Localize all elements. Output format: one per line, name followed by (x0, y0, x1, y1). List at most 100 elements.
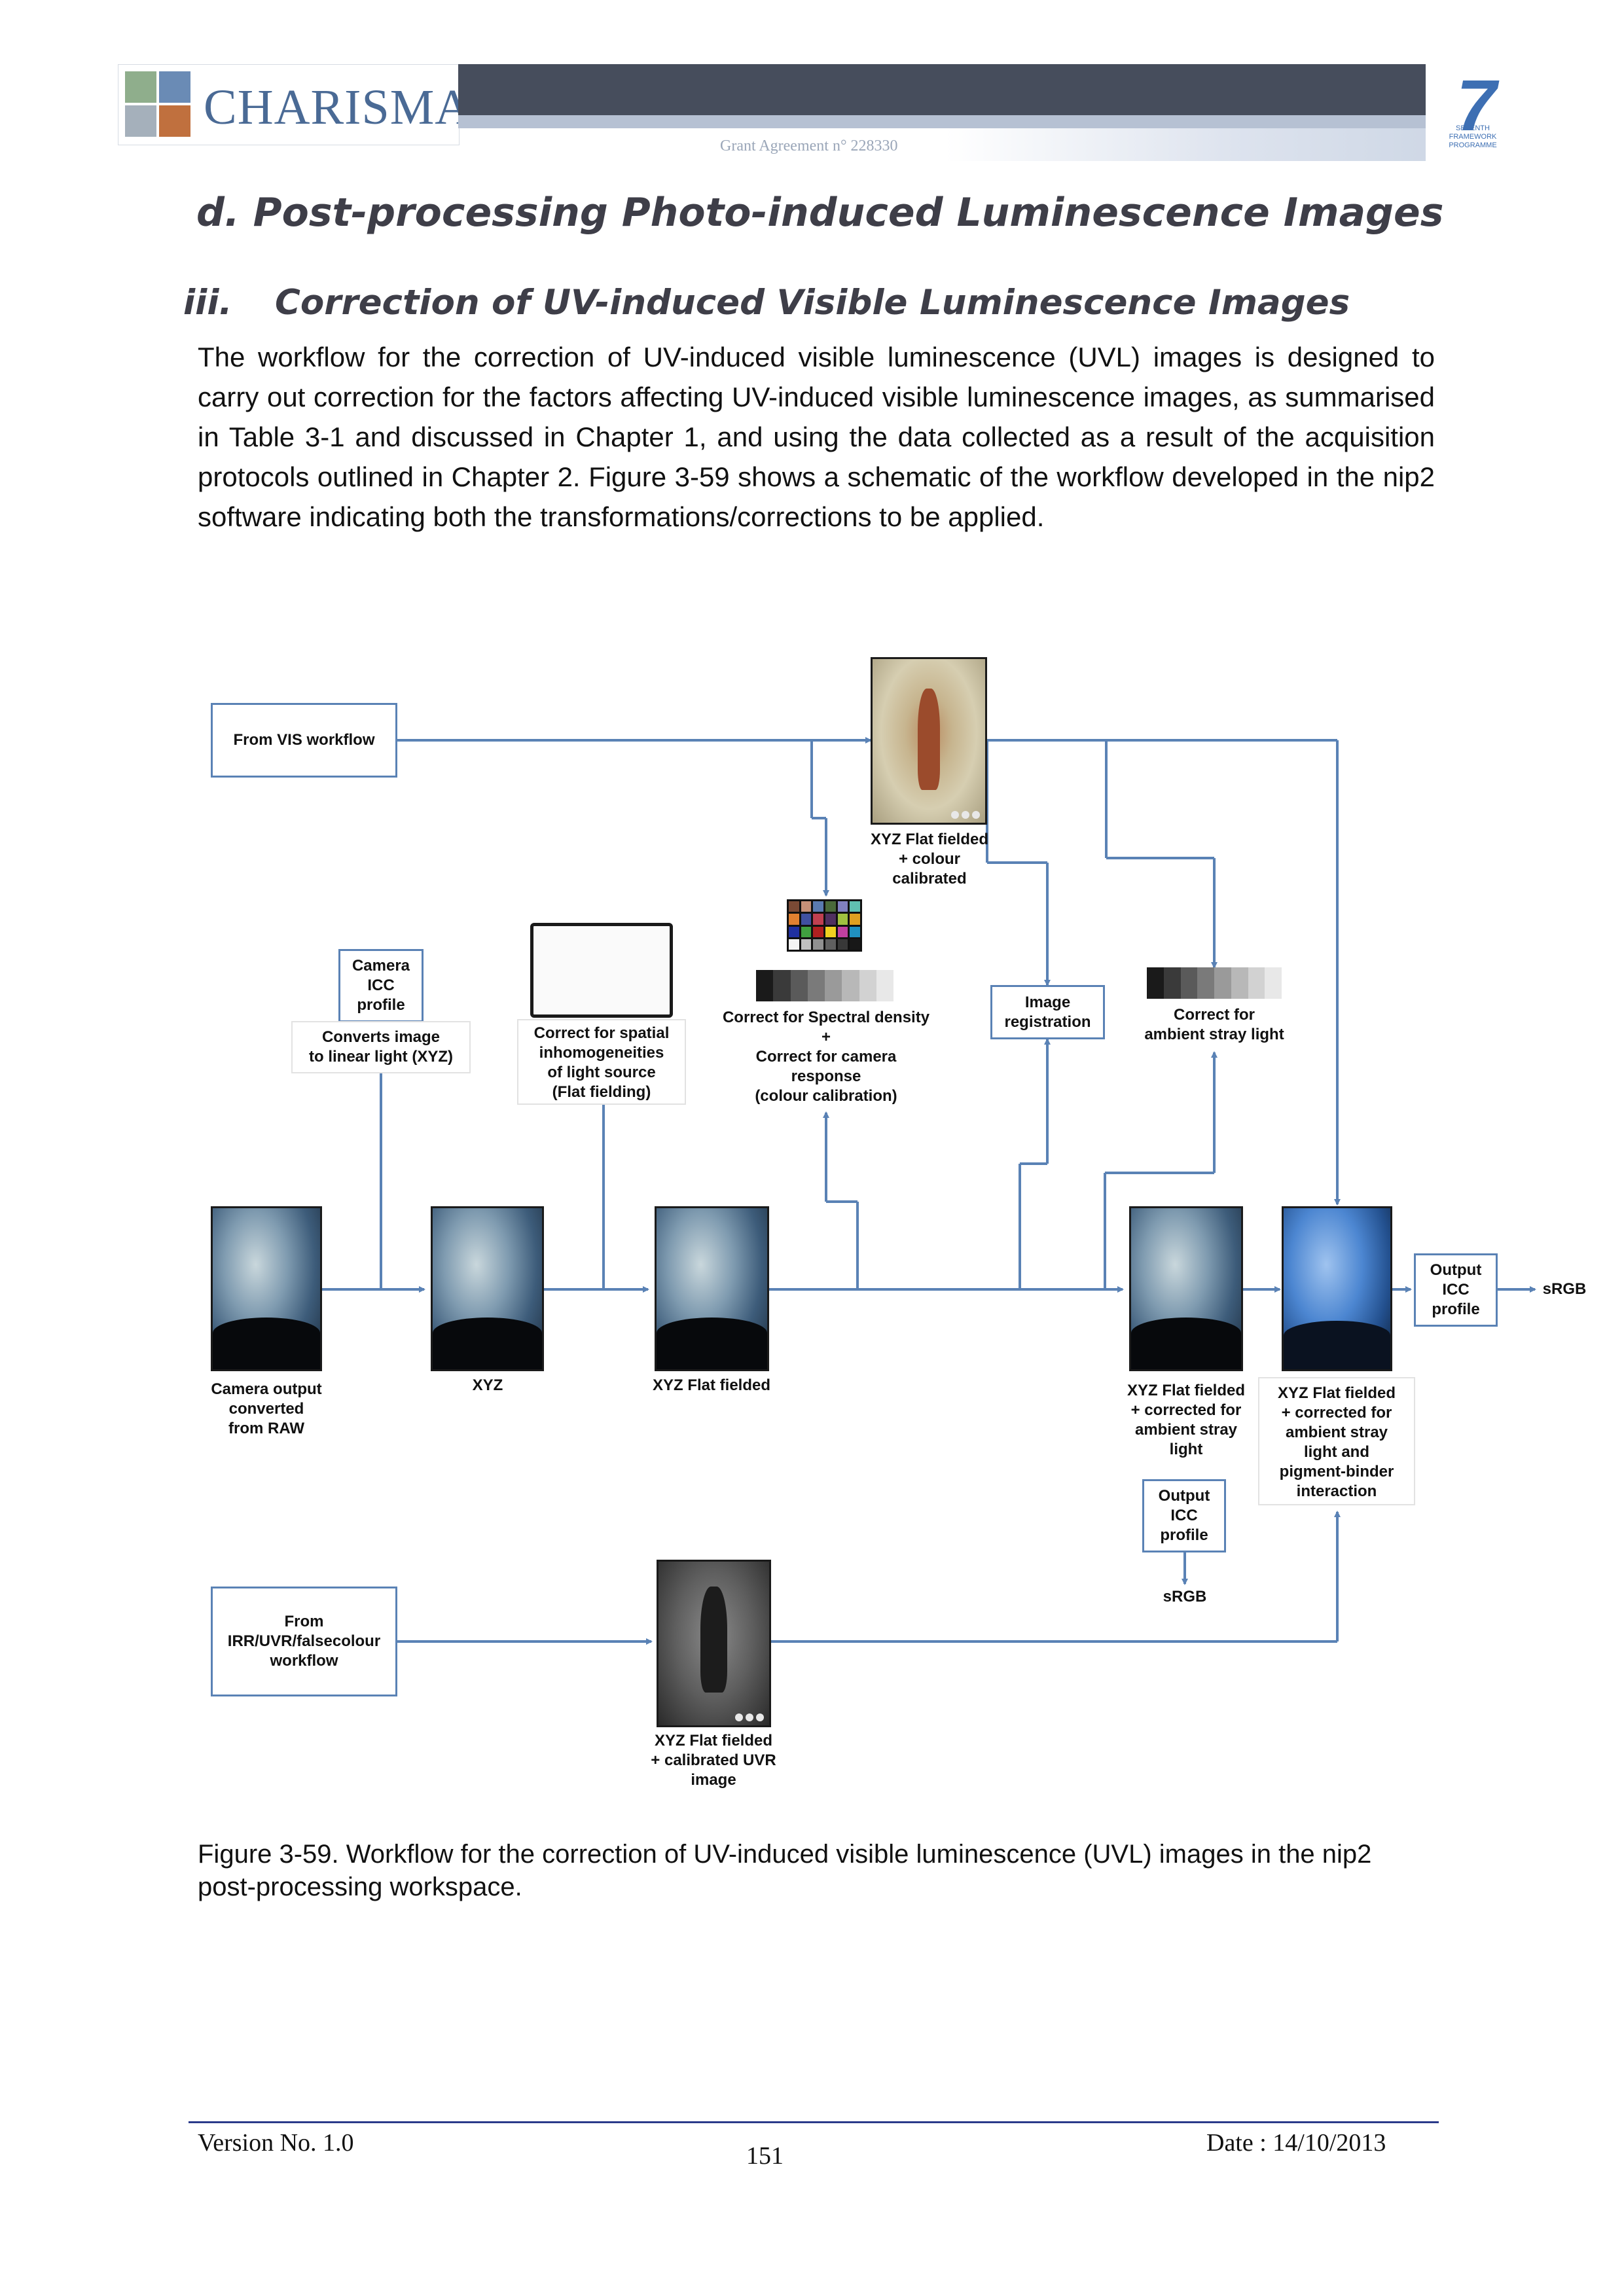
section-title: d. Post-processing Photo-induced Lumines… (196, 190, 1444, 236)
label-line: to linear light (XYZ) (309, 1048, 453, 1066)
label-line: ICC (1442, 1281, 1470, 1299)
label-line: profile (357, 996, 405, 1014)
label-line: (colour calibration) (755, 1087, 897, 1105)
label-line: XYZ Flat fielded (1127, 1382, 1246, 1399)
page-number: 151 (746, 2142, 784, 2170)
label-line: + (821, 1028, 831, 1046)
label-line: registration (1004, 1013, 1091, 1031)
label-line: inhomogeneities (539, 1044, 664, 1062)
logo-tile-icon (125, 105, 156, 137)
label-line: of light source (547, 1064, 656, 1081)
label-line: light and (1304, 1443, 1369, 1461)
xyz-pigment-label: XYZ Flat fielded + corrected for ambient… (1258, 1377, 1415, 1505)
label-line: IRR/UVR/falsecolour (227, 1632, 381, 1650)
output-icc-profile-right-box: Output ICC profile (1414, 1253, 1498, 1327)
label-line: converted (228, 1400, 304, 1418)
srgb-bottom-label: sRGB (1163, 1588, 1207, 1605)
logo-tile-icon (159, 105, 190, 137)
camera-icc-profile-box: Camera ICC profile (338, 949, 424, 1022)
label-line: XYZ Flat fielded (654, 1732, 773, 1749)
logo-tile-icon (125, 71, 156, 103)
label-line: light (1169, 1441, 1203, 1458)
footer-version: Version No. 1.0 (198, 2129, 354, 2157)
label-line: XYZ Flat fielded (1277, 1384, 1396, 1402)
label-line: (Flat fielding) (552, 1083, 651, 1101)
label-line: + calibrated UVR (651, 1751, 776, 1769)
label-line: Correct for camera (755, 1048, 897, 1066)
xyz-flat-colour-label: XYZ Flat fielded + colour calibrated (838, 830, 1021, 889)
subsection-title: iii. Correction of UV-induced Visible Lum… (183, 283, 1350, 323)
header-bar (458, 64, 1426, 115)
from-vis-label: From VIS workflow (233, 731, 375, 749)
label-line: Image (1024, 993, 1071, 1011)
image-registration-box: Image registration (990, 985, 1105, 1039)
painting-figure (917, 689, 941, 790)
label-line: Camera output (211, 1380, 322, 1398)
label-line: Correct for Spectral density (722, 1009, 930, 1026)
xyz-flat-label: XYZ Flat fielded (652, 1376, 771, 1394)
label-line: pigment-binder (1279, 1463, 1394, 1480)
stray-gray-scale-chart (1147, 967, 1282, 999)
output-icc-profile-bottom-box: Output ICC profile (1142, 1479, 1226, 1552)
header-bar-fade (946, 128, 1426, 161)
logo-text: CHARISMA (204, 80, 472, 135)
label-line: ambient stray (1285, 1424, 1388, 1441)
subsection-number: iii. (183, 283, 232, 323)
label-line: ICC (367, 977, 395, 994)
figure-caption: Figure 3-59. Workflow for the correction… (198, 1840, 1372, 1901)
label-line: workflow (270, 1652, 338, 1670)
xyz-stray-image (1129, 1206, 1243, 1371)
uvr-image (657, 1560, 771, 1727)
label-line: calibrated (892, 870, 967, 888)
label-line: image (691, 1771, 736, 1789)
label-line: + corrected for (1281, 1404, 1392, 1422)
from-vis-workflow-box: From VIS workflow (211, 703, 397, 778)
header-bar-light (458, 115, 1426, 128)
grant-agreement: Grant Agreement n° 228330 (720, 137, 898, 154)
srgb-right-label: sRGB (1542, 1280, 1587, 1298)
fp7-logo: 7 SEVENTH FRAMEWORK PROGRAMME (1427, 64, 1519, 161)
label-line: From (284, 1613, 324, 1630)
footer-rule (189, 2121, 1439, 2123)
fp7-label: SEVENTH FRAMEWORK PROGRAMME (1449, 124, 1497, 149)
label-line: Camera (352, 957, 410, 975)
label-line: Correct for spatial (533, 1024, 670, 1042)
label-line: Converts image (321, 1028, 441, 1046)
gray-scale-chart (756, 970, 893, 1001)
xyz-image (431, 1206, 544, 1371)
flat-field-monitor-image (530, 923, 673, 1018)
label-line: response (791, 1067, 861, 1085)
label-line: XYZ Flat fielded (870, 831, 989, 848)
footer-date: Date : 14/10/2013 (1206, 2129, 1386, 2157)
label-line: + corrected for (1130, 1401, 1242, 1419)
subsection-text: Correction of UV-induced Visible Lumines… (275, 283, 1350, 323)
camera-output-label: Camera output converted from RAW (191, 1380, 342, 1439)
colour-checker-chart (787, 899, 862, 952)
painting-image (871, 657, 987, 825)
stray-light-label: Correct for ambient stray light (1126, 1005, 1303, 1045)
charisma-logo: CHARISMA (118, 64, 471, 145)
image-dots-icon (735, 1713, 764, 1721)
label-line: Correct for (1173, 1006, 1255, 1024)
xyz-pigment-image (1282, 1206, 1392, 1371)
logo-tile-icon (159, 71, 190, 103)
label-line: ambient stray (1134, 1421, 1238, 1439)
label-line: Output (1158, 1487, 1210, 1505)
label-line: ICC (1170, 1507, 1198, 1524)
label-line: + colour (898, 850, 961, 868)
label-line: ambient stray light (1144, 1026, 1284, 1043)
spectral-density-label: Correct for Spectral density + Correct f… (707, 1008, 945, 1106)
converts-label: Converts image to linear light (XYZ) (291, 1021, 471, 1073)
xyz-stray-label: XYZ Flat fielded + corrected for ambient… (1106, 1381, 1266, 1460)
fp7-numeral: 7 (1456, 65, 1497, 146)
flat-fielding-label: Correct for spatial inhomogeneities of l… (517, 1019, 686, 1105)
label-line: profile (1160, 1526, 1208, 1544)
label-line: from RAW (228, 1420, 304, 1437)
label-line: profile (1432, 1300, 1480, 1318)
label-line: interaction (1296, 1482, 1377, 1500)
xyz-flat-image (655, 1206, 769, 1371)
label-line: Output (1430, 1261, 1482, 1279)
image-dots-icon (951, 811, 980, 819)
xyz-label: XYZ (472, 1376, 503, 1394)
from-irr-workflow-box: From IRR/UVR/falsecolour workflow (211, 1587, 397, 1696)
